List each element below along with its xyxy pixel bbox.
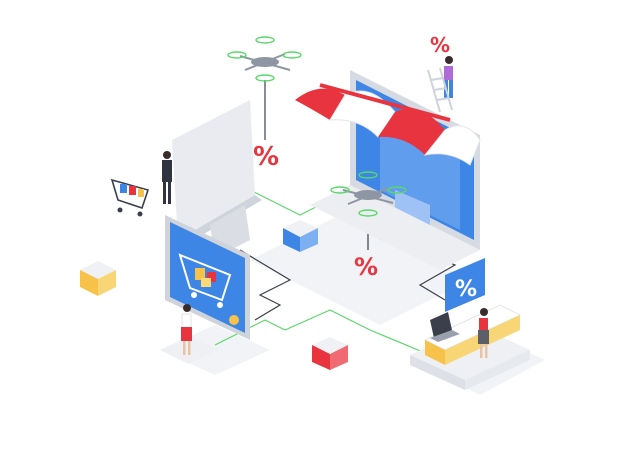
person-icon — [478, 308, 489, 358]
percent-sign-icon: % — [253, 142, 279, 172]
drone-icon — [227, 36, 302, 82]
shopping-cart-icon — [178, 253, 232, 308]
percent-sign-icon: % — [455, 277, 477, 302]
box-stack-icon — [80, 261, 116, 296]
percent-sign-board: % — [445, 258, 485, 312]
percent-sign-icon: % — [354, 253, 378, 281]
box-stack-icon — [283, 220, 318, 252]
percent-sign-icon: % — [430, 33, 450, 57]
person-icon — [444, 56, 453, 98]
drone-icon — [330, 171, 407, 217]
shopping-cart-icon — [110, 178, 150, 217]
store-awning — [295, 83, 481, 166]
person-icon — [181, 304, 192, 355]
box-stack-icon — [312, 337, 348, 370]
ladder-icon — [427, 67, 453, 113]
person-icon — [162, 151, 172, 204]
laptop-icon — [430, 312, 460, 342]
